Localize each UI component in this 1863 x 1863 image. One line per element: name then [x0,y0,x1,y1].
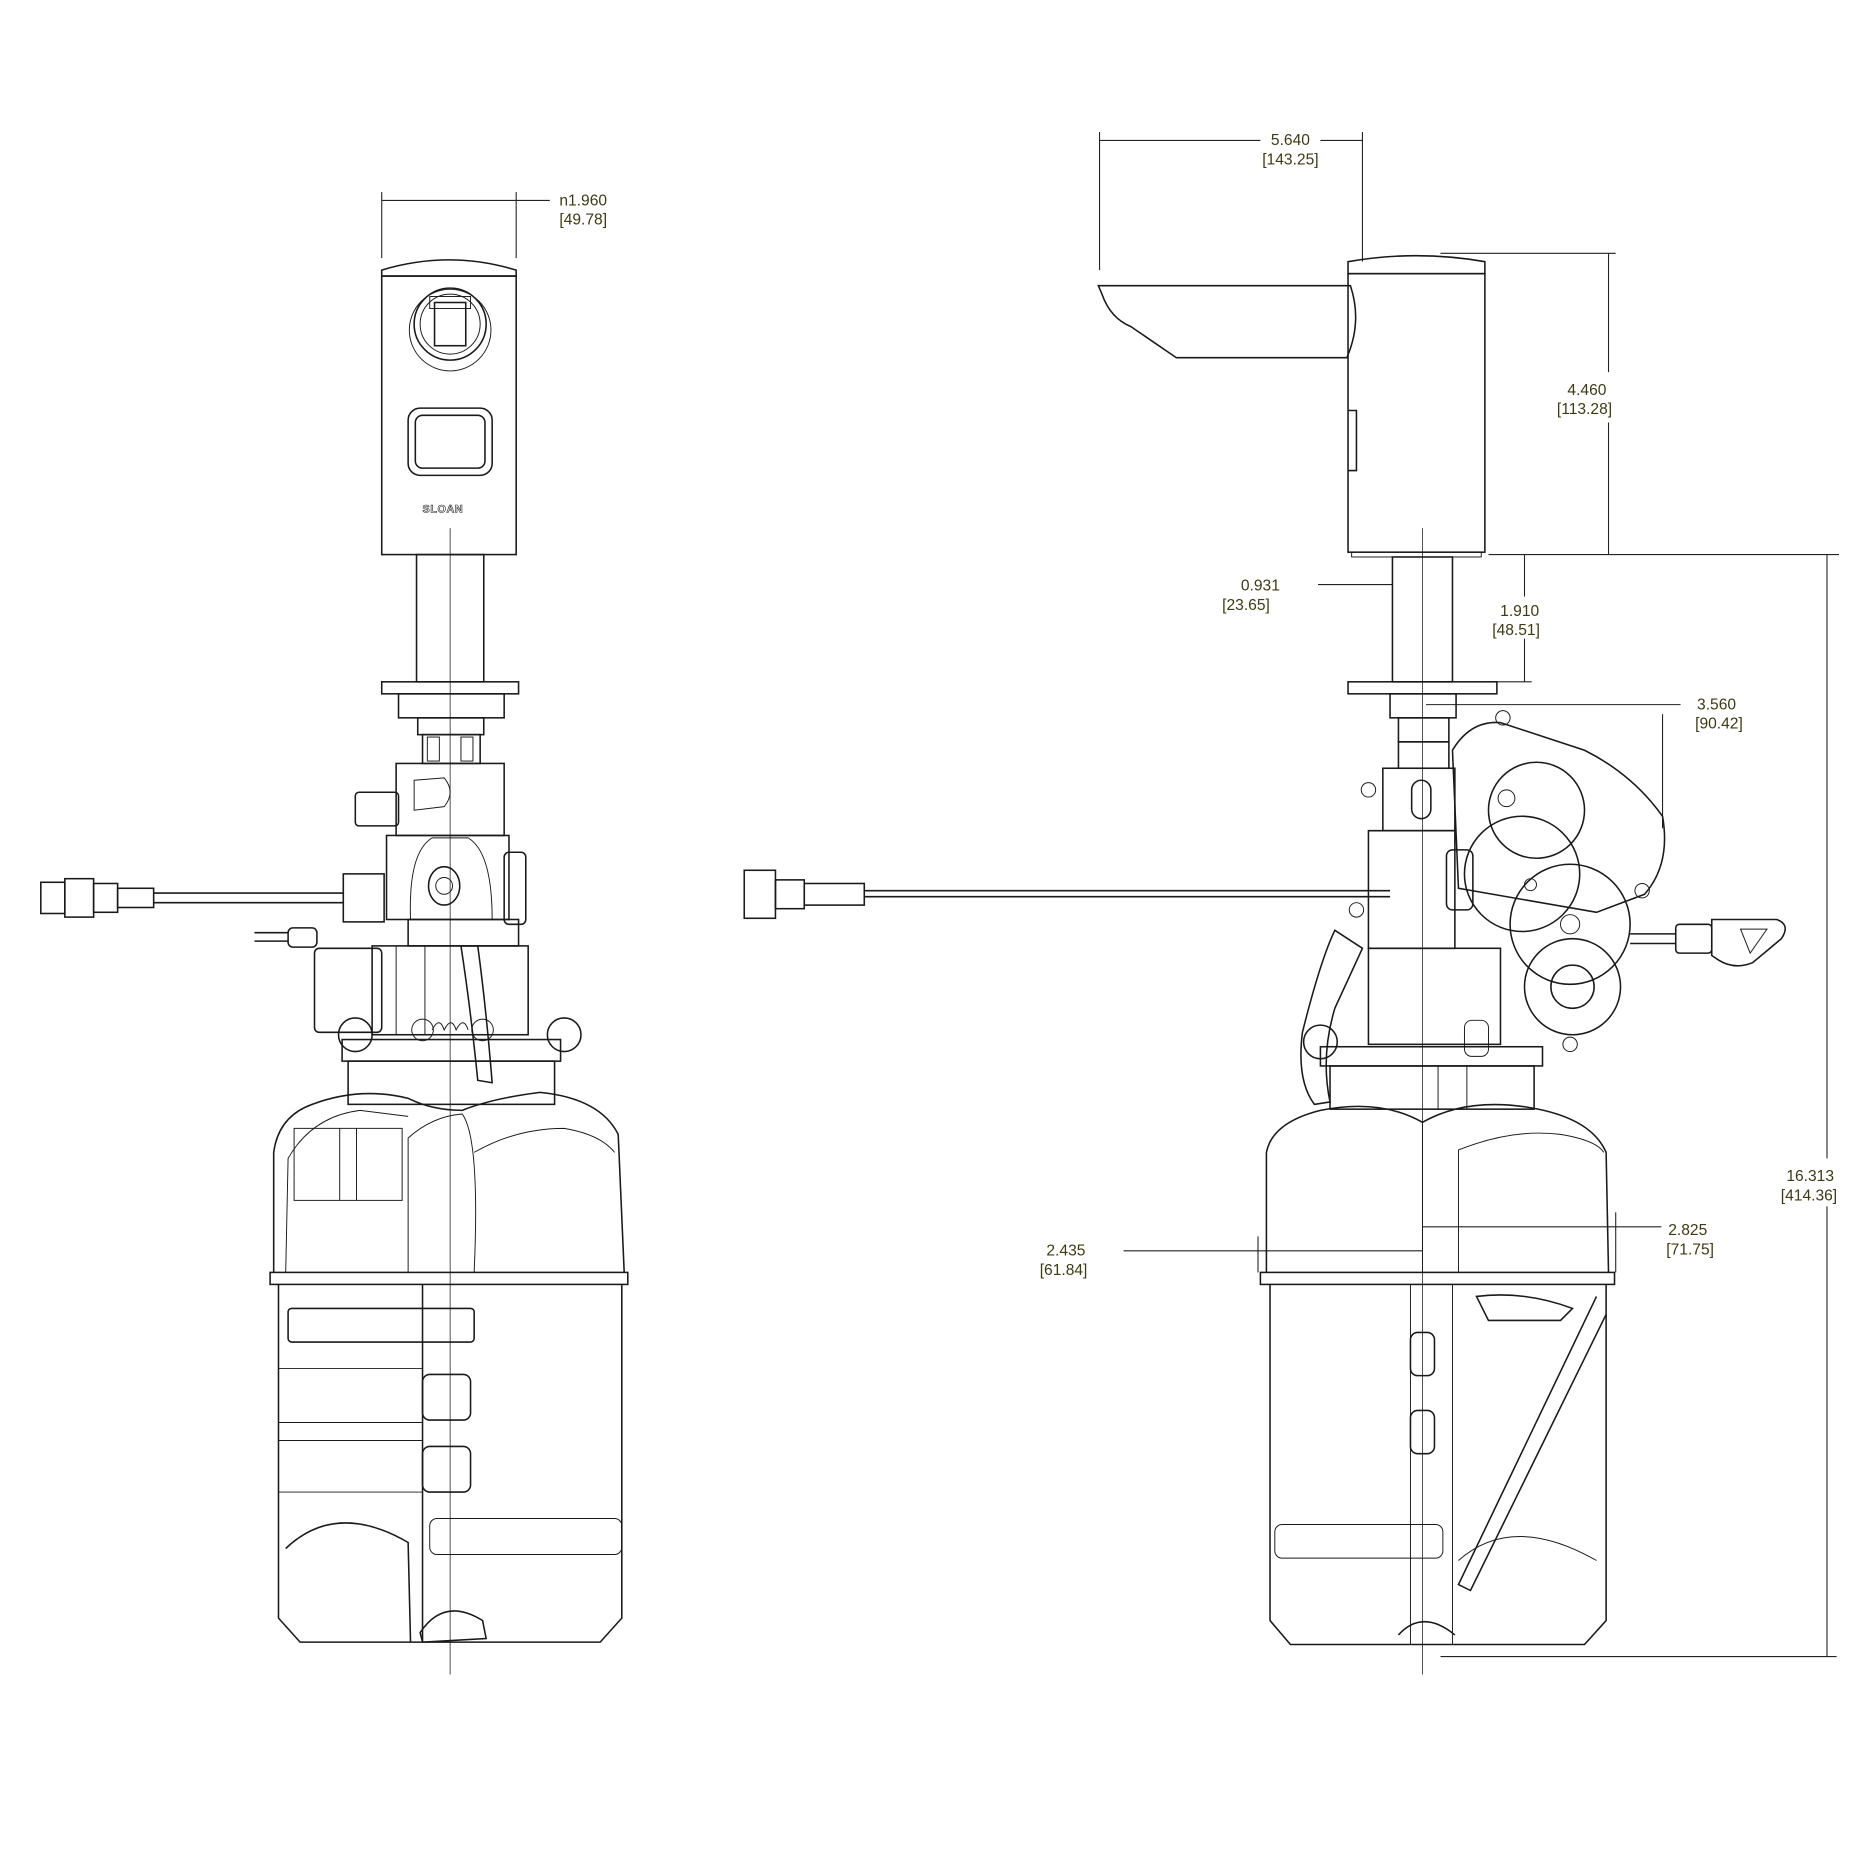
power-cable-side [743,869,1391,920]
dim-head-diameter-value: n1.960 [559,192,607,209]
dim-shank-diameter-value: 0.931 [1241,578,1280,595]
dim-head-diameter-metric: [49.78] [559,211,607,228]
dim-head-diameter: n1.960 [49.78] [381,192,607,259]
dim-overall-below-deck: 16.313 [414.36] [1440,554,1837,1658]
front-view: n1.960 [49.78] SLOAN [40,192,629,1675]
dim-shank-diameter-metric: [23.65] [1222,597,1270,614]
dim-valve-offset: 3.560 [90.42] [1426,696,1743,829]
soap-bottle-front [269,1091,629,1643]
dim-shank-length-metric: [48.51] [1492,622,1540,639]
valve-motor-side [1348,710,1666,1053]
dim-bottle-rear-value: 2.825 [1668,1222,1707,1239]
side-view: 5.640 [143.25] 4.460 [113.28] 16.313 [41… [743,132,1839,1675]
nut-side [1389,693,1457,719]
sloan-logo: SLOAN [423,504,464,516]
dim-bottle-rear-metric: [71.75] [1666,1241,1714,1258]
pump-body-side [1300,929,1544,1110]
soap-bottle-side [1259,1103,1616,1646]
faucet-head-front: SLOAN [380,259,517,556]
dim-shank-length-value: 1.910 [1500,603,1539,620]
dim-overall-metric: [414.36] [1781,1187,1837,1204]
pump-body-front [313,945,582,1106]
dim-bottle-front: 2.435 [61.84] [1040,1236,1423,1279]
dim-shank-diameter: 0.931 [23.65] [1222,578,1393,614]
sensor-window-icon [408,287,492,372]
nut-front [397,693,505,719]
battery-connector-side [1630,918,1786,967]
dim-valve-offset-value: 3.560 [1697,696,1736,713]
dim-overall-value: 16.313 [1786,1168,1834,1185]
valve-body-front [342,717,527,947]
dim-spout-reach-metric: [143.25] [1262,151,1318,168]
dim-spout-reach-value: 5.640 [1271,132,1310,149]
dim-head-height-metric: [113.28] [1557,401,1612,418]
dim-shank-length: 1.910 [48.51] [1488,554,1540,683]
dim-bottle-front-metric: [61.84] [1040,1262,1088,1279]
dim-head-height: 4.460 [113.28] [1440,252,1616,555]
dim-valve-offset-metric: [90.42] [1695,716,1743,733]
spout [1097,284,1357,359]
faucet-head-side [1097,254,1486,558]
dim-spout-reach: 5.640 [143.25] [1099,132,1363,271]
dim-head-height-value: 4.460 [1567,382,1606,399]
dim-bottle-front-value: 2.435 [1046,1243,1085,1260]
dim-bottle-rear: 2.825 [71.75] [1422,1212,1714,1273]
override-button-icon [407,407,493,477]
power-cable-front [40,877,344,948]
